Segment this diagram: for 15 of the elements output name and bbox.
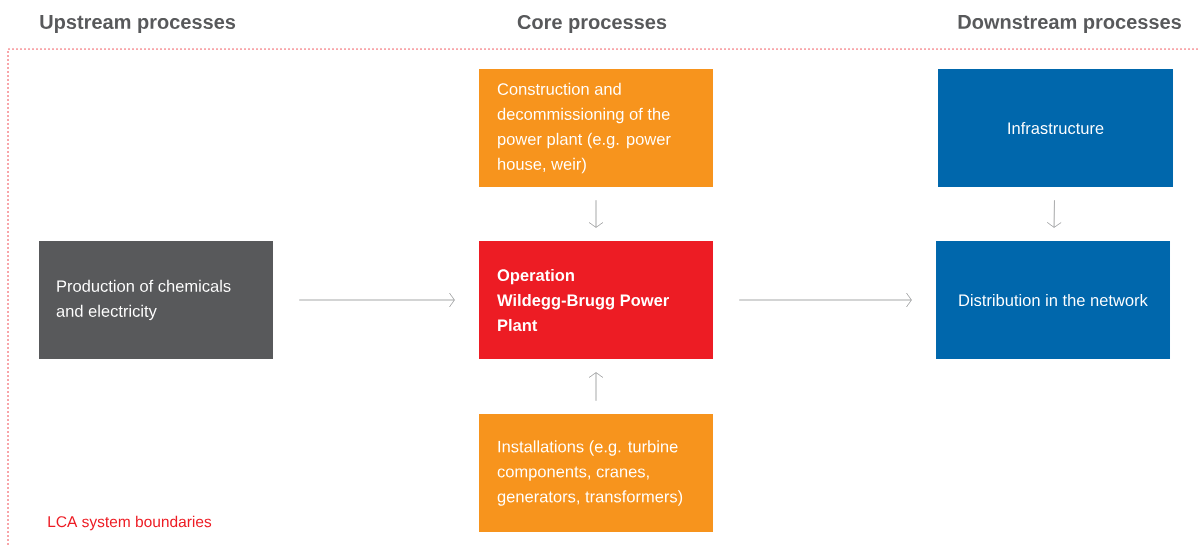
arrow	[298, 292, 455, 308]
column-heading: Upstream processes	[40, 15, 236, 33]
process-box: Distribution in the network	[936, 241, 1170, 359]
arrow	[1046, 199, 1062, 228]
process-box: Infrastructure	[938, 69, 1173, 187]
process-box: Installations (e.g. turbine components, cranes, generators, transformers)	[479, 414, 713, 532]
arrow	[588, 199, 604, 228]
arrow	[588, 372, 604, 402]
arrow	[738, 292, 912, 308]
process-box: Operation Wildegg-Brugg Power Plant	[479, 241, 713, 359]
process-box: Construction and decommissioning of the power plant (e.g. power house, weir)	[479, 69, 713, 187]
boundary-label: LCA system boundaries	[48, 515, 212, 531]
column-heading: Downstream processes	[958, 15, 1181, 33]
column-heading: Core processes	[517, 14, 667, 34]
process-box: Production of chemicals and electricity	[39, 241, 273, 359]
